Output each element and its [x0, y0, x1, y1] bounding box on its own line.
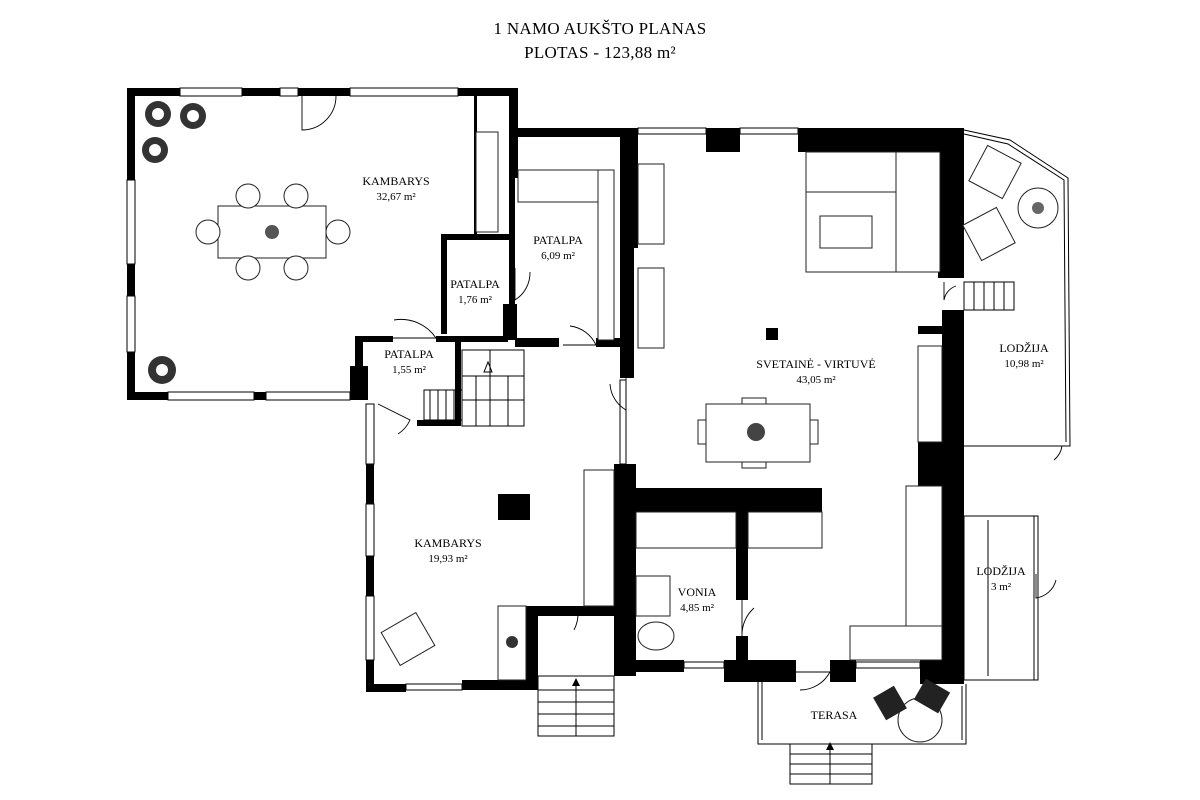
room-area: 32,67 m² — [376, 191, 416, 203]
dining-table-large — [195, 183, 351, 281]
room-name: KAMBARYS — [362, 174, 429, 188]
misc-furniture — [497, 605, 527, 681]
sofa-icon — [805, 151, 941, 273]
room-name: LODŽIJA — [999, 341, 1049, 355]
stairs — [423, 281, 1015, 784]
plan-area: PLOTAS - 123,88 m² — [524, 43, 676, 62]
room-area: 19,93 m² — [428, 553, 468, 565]
room-area: 43,05 m² — [796, 374, 836, 386]
room-name: LODŽIJA — [976, 564, 1026, 578]
windows — [126, 87, 921, 691]
room-name: PATALPA — [533, 233, 583, 247]
room-area: 1,76 m² — [458, 294, 493, 306]
plants-icon — [142, 101, 1059, 384]
room-name: KAMBARYS — [414, 536, 481, 550]
room-name: TERASA — [811, 708, 858, 722]
dining-table-living — [697, 397, 819, 469]
doors — [301, 95, 1063, 691]
room-area: 6,09 m² — [541, 250, 576, 262]
kitchen-counters — [475, 131, 943, 661]
plan-title: 1 NAMO AUKŠTO PLANAS — [493, 19, 706, 38]
terrace-furniture — [873, 678, 951, 743]
room-area: 4,85 m² — [680, 602, 715, 614]
room-name: VONIA — [678, 585, 717, 599]
room-name: PATALPA — [384, 347, 434, 361]
room-name: PATALPA — [450, 277, 500, 291]
bathroom-fixtures — [583, 469, 737, 651]
room-area: 1,55 m² — [392, 364, 427, 376]
room-labels: KAMBARYS 32,67 m² PATALPA 6,09 m² PATALP… — [362, 174, 1049, 722]
room-name: SVETAINĖ - VIRTUVĖ — [756, 357, 875, 371]
armchairs-icon — [380, 144, 1022, 667]
room-area: 10,98 m² — [1004, 358, 1044, 370]
walls — [127, 88, 964, 692]
room-area: 3 m² — [991, 581, 1012, 593]
